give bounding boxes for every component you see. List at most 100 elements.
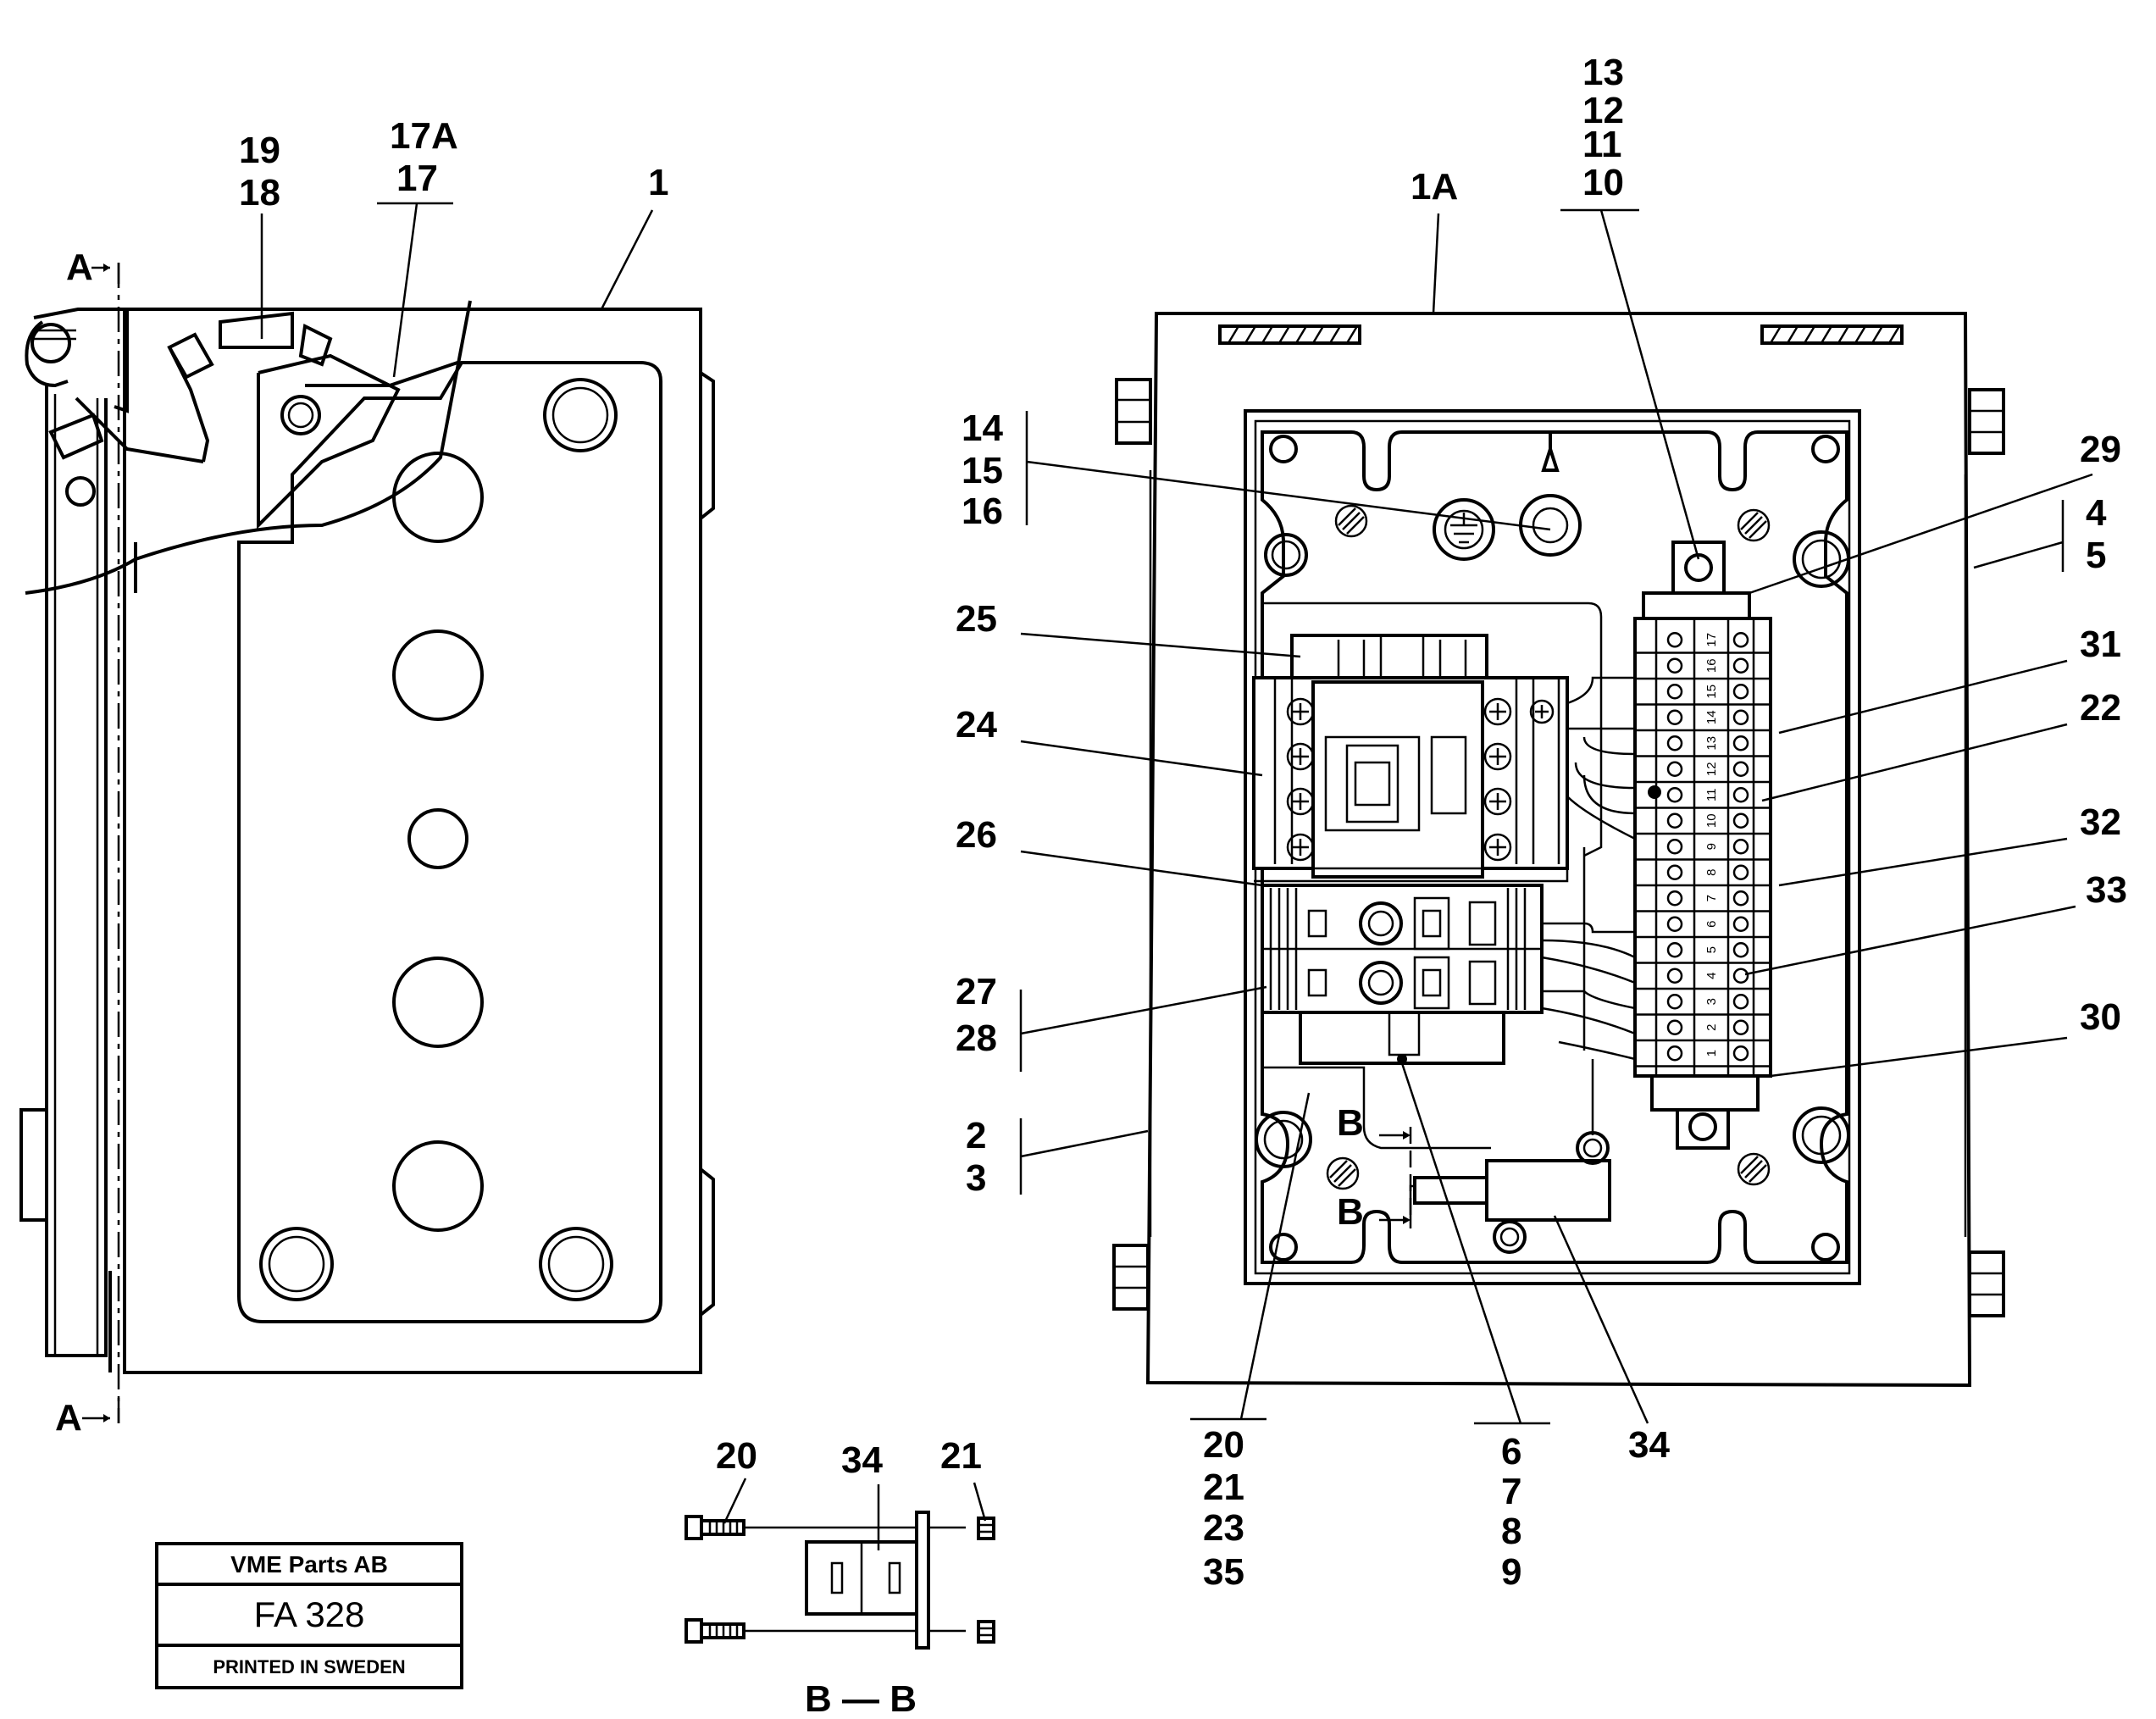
terminal-number: 10 — [1704, 813, 1719, 828]
terminal-screw — [1732, 761, 1749, 777]
terminal-number: 12 — [1704, 762, 1719, 776]
callout-23: 23 — [1203, 1507, 1244, 1549]
callout-26: 26 — [956, 814, 997, 856]
callout-31: 31 — [2080, 624, 2121, 665]
callout-7: 7 — [1501, 1471, 1521, 1512]
callout-29: 29 — [2080, 429, 2121, 470]
terminal-screw — [1732, 839, 1749, 855]
bb-callout-34: 34 — [841, 1439, 883, 1481]
callout-17A: 17A — [390, 115, 458, 157]
terminal-number: 3 — [1704, 998, 1719, 1005]
callout-9: 9 — [1501, 1551, 1521, 1593]
side-view-callouts: 19 18 17A 17 1 — [239, 115, 668, 378]
terminal-screw — [1666, 657, 1683, 674]
terminal-screw — [1666, 761, 1683, 777]
callout-19: 19 — [239, 130, 280, 171]
terminal-number: 17 — [1704, 633, 1719, 647]
terminal-screw — [1666, 968, 1683, 984]
callout-18: 18 — [239, 172, 280, 213]
gasket-plate — [237, 361, 662, 1323]
title-block-footer: PRINTED IN SWEDEN — [213, 1656, 405, 1677]
callout-11: 11 — [1582, 124, 1622, 165]
terminal-number: 6 — [1704, 921, 1719, 928]
section-mark-b-bottom: B — [1337, 1191, 1364, 1233]
bb-callout-20: 20 — [716, 1435, 757, 1477]
section-mark-a-bottom: A — [55, 1397, 82, 1439]
callout-25: 25 — [956, 598, 997, 640]
terminal-number: 8 — [1704, 869, 1719, 876]
terminal-screw — [1732, 916, 1749, 932]
front-view-callouts: 13 12 11 10 1A 14 15 16 29 4 5 25 31 24 … — [956, 52, 2127, 1593]
terminal-screw — [1732, 1045, 1749, 1062]
terminal-number: 9 — [1704, 843, 1719, 850]
terminal-screw — [1666, 787, 1683, 803]
callout-22: 22 — [2080, 687, 2121, 729]
terminal-number: 7 — [1704, 895, 1719, 901]
terminal-screw — [1666, 709, 1683, 725]
mounting-plate — [1261, 430, 1848, 1264]
callout-12: 12 — [1582, 90, 1624, 131]
callout-24: 24 — [956, 704, 997, 746]
callout-28: 28 — [956, 1018, 997, 1059]
callout-13: 13 — [1582, 52, 1624, 93]
terminal-screw — [1666, 1045, 1683, 1062]
bb-callout-21: 21 — [940, 1435, 982, 1477]
callout-34: 34 — [1628, 1424, 1670, 1466]
terminal-screw — [1666, 812, 1683, 829]
terminal-screw — [1732, 684, 1749, 700]
terminal-screw — [1732, 709, 1749, 725]
callout-2: 2 — [966, 1115, 986, 1156]
terminal-screw — [1666, 890, 1683, 907]
title-block-company: VME Parts AB — [230, 1551, 388, 1578]
callout-21: 21 — [1203, 1467, 1244, 1508]
title-block: VME Parts AB FA 328 PRINTED IN SWEDEN — [155, 1542, 463, 1689]
terminal-number: 16 — [1704, 658, 1719, 673]
callout-4: 4 — [2086, 492, 2107, 534]
enclosure-inner — [1244, 409, 1861, 1285]
callout-3: 3 — [966, 1157, 986, 1199]
circuit-breakers — [1261, 884, 1544, 1065]
callout-6: 6 — [1501, 1431, 1521, 1472]
terminal-screw — [1666, 684, 1683, 700]
terminal-screw — [1666, 942, 1683, 958]
callout-20: 20 — [1203, 1424, 1244, 1466]
callout-33: 33 — [2086, 869, 2127, 911]
terminal-screw — [1732, 812, 1749, 829]
terminal-number: 2 — [1704, 1024, 1719, 1031]
contactor — [1252, 634, 1569, 883]
section-mark-a-top: A — [66, 247, 93, 288]
callout-35: 35 — [1203, 1551, 1244, 1593]
terminal-number: 13 — [1704, 736, 1719, 751]
callout-17: 17 — [396, 158, 438, 199]
section-b-b-view: 20 34 21 B — B — [684, 1435, 995, 1719]
terminal-screw — [1732, 994, 1749, 1010]
terminal-number: 14 — [1704, 710, 1719, 724]
terminal-screw — [1732, 942, 1749, 958]
terminal-number: 11 — [1704, 788, 1719, 801]
terminal-screw — [1732, 657, 1749, 674]
callout-32: 32 — [2080, 801, 2121, 843]
terminal-screw — [1666, 994, 1683, 1010]
callout-14: 14 — [962, 408, 1003, 449]
terminal-screw — [1666, 632, 1683, 648]
callout-15: 15 — [962, 450, 1003, 491]
callout-30: 30 — [2080, 996, 2121, 1038]
terminal-number: 15 — [1704, 685, 1719, 699]
terminal-screw — [1666, 864, 1683, 880]
terminal-screw — [1732, 632, 1749, 648]
terminal-screw — [1666, 916, 1683, 932]
callout-1: 1 — [648, 162, 668, 203]
side-view: A A — [19, 247, 715, 1439]
terminal-number: 5 — [1704, 946, 1719, 953]
terminal-screw — [1732, 735, 1749, 751]
cover-plate — [123, 308, 702, 1374]
terminal-screw — [1732, 890, 1749, 907]
terminal-number: 1 — [1704, 1050, 1719, 1056]
terminal-screw — [1666, 839, 1683, 855]
callout-16: 16 — [962, 491, 1003, 532]
callout-1A: 1A — [1411, 166, 1458, 208]
terminal-screw — [1666, 1019, 1683, 1035]
terminal-screw — [1732, 968, 1749, 984]
